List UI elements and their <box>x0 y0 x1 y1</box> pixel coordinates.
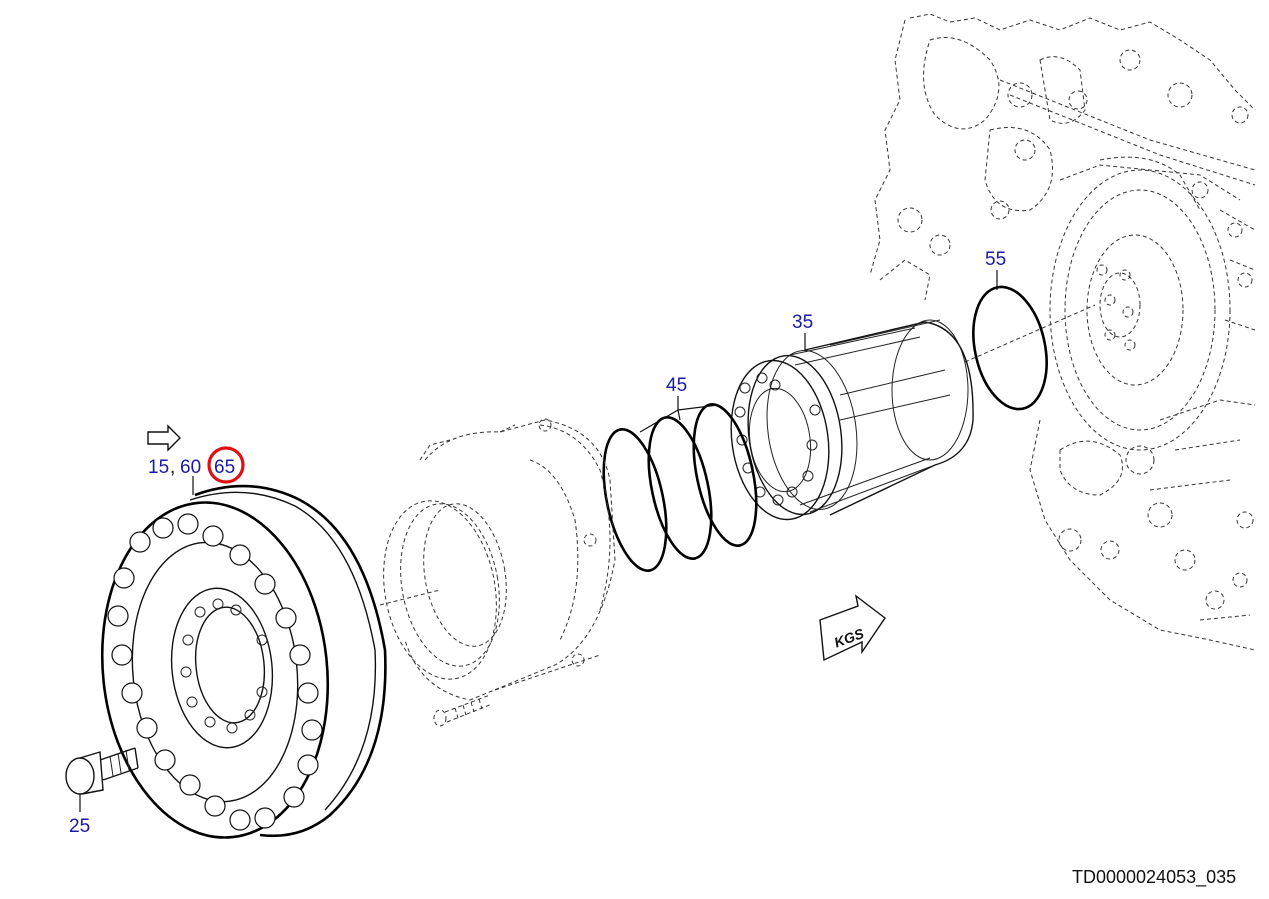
o-rings-45 <box>602 403 758 572</box>
kgs-arrow-icon: KGS <box>819 594 886 662</box>
callout-55[interactable]: 55 <box>985 249 1006 270</box>
callout-25[interactable]: 25 <box>69 816 90 837</box>
callout-45[interactable]: 45 <box>666 375 687 396</box>
damper-bolts <box>107 513 323 831</box>
engine-block-outline <box>869 13 1256 651</box>
callouts: 15 , 60 65 25 35 45 55 <box>69 249 1006 837</box>
direction-arrow-icon <box>147 424 181 452</box>
bolt-25 <box>65 747 139 812</box>
callout-65[interactable]: 65 <box>214 457 235 478</box>
damper-pulley <box>100 484 387 839</box>
highlight-circle <box>207 446 245 484</box>
callout-15[interactable]: 15 <box>148 457 169 478</box>
callout-60[interactable]: 60 <box>180 457 201 478</box>
drawing-number: TD0000024053_035 <box>1072 867 1236 888</box>
callout-separator: , <box>170 457 175 478</box>
hub-35 <box>730 319 974 521</box>
seal-ring-55 <box>964 285 1096 411</box>
leader-lines <box>192 270 998 495</box>
callout-35[interactable]: 35 <box>792 312 813 333</box>
housing-dashed <box>379 418 616 727</box>
